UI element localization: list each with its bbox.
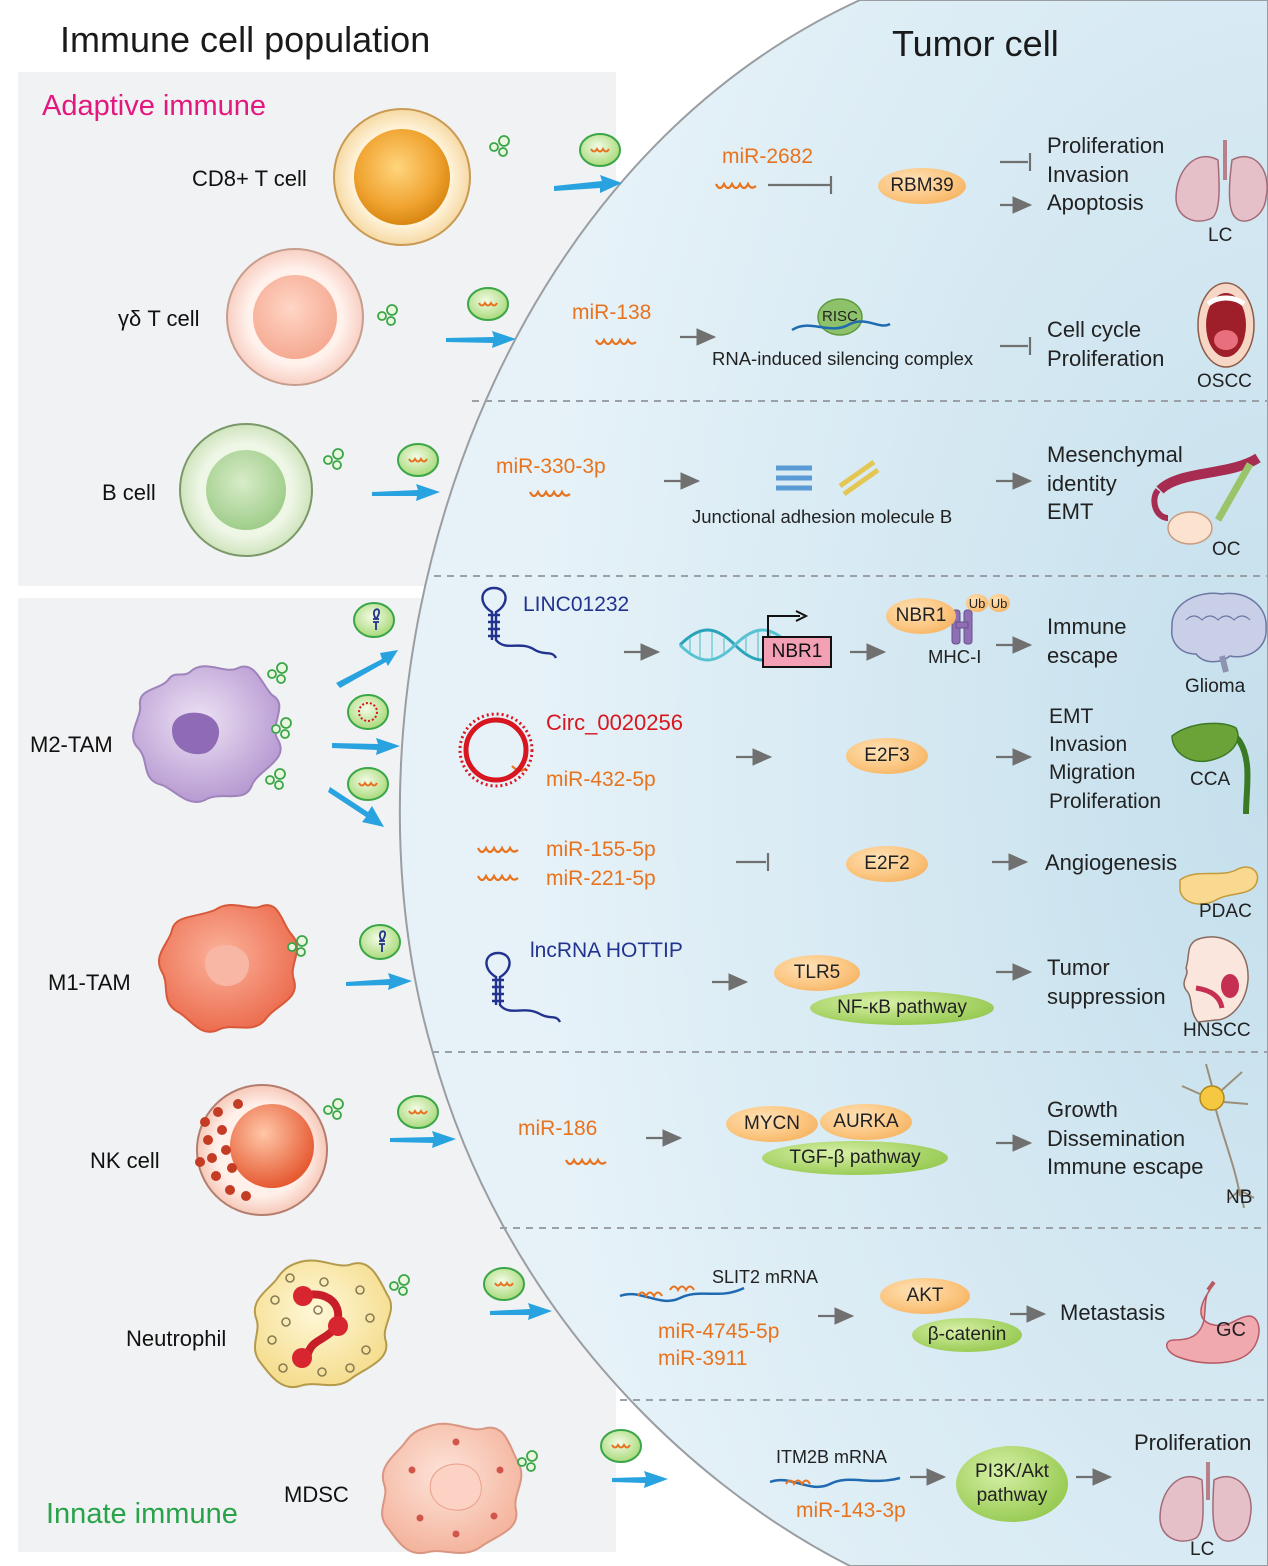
adaptive-immune-label: Adaptive immune [42, 90, 267, 122]
mirna-label: miR-432-5p [546, 768, 656, 791]
target-pill: AURKA [820, 1104, 912, 1140]
cd8-t-cell [333, 108, 471, 246]
cell-label-nk: NK cell [90, 1148, 160, 1173]
risc-complex [791, 298, 891, 336]
exosome-clusters [265, 135, 538, 1472]
risc-label: RISC [822, 308, 858, 325]
pancreas-icon-pdac [1179, 866, 1259, 905]
brain-icon-glioma [1171, 592, 1267, 673]
lncrna-hairpins [481, 586, 562, 1023]
vesicles [347, 133, 642, 1463]
mdsc-cell [381, 1422, 523, 1555]
mirna-label: miR-4745-5p [658, 1320, 780, 1343]
pathway-pill: PI3K/Akt pathway [956, 1446, 1068, 1522]
cell-label-cd8: CD8+ T cell [192, 166, 307, 191]
outcome-label: Metastasis [1060, 1300, 1166, 1325]
head-neck-icon-hnscc [1183, 936, 1249, 1023]
jam-b-proteins [776, 459, 880, 497]
transfer-arrows [328, 175, 668, 1488]
nbr1-gene-box: NBR1 [762, 636, 832, 668]
mirna-label: miR-221-5p [546, 867, 656, 890]
outcome-label: Proliferation [1134, 1430, 1252, 1455]
ubiquitin-badge: Ub [966, 594, 988, 612]
circrna-ring [458, 712, 534, 788]
stomach-icon-gc [1166, 1280, 1260, 1364]
mirna-label: miR-155-5p [546, 838, 656, 861]
neutrophil-cell [253, 1259, 393, 1389]
lncrna-label: LINC01232 [523, 593, 630, 616]
mhc-label: MHC-I [928, 646, 982, 667]
tumor-label: LC [1208, 225, 1233, 246]
mouth-icon-oscc [1197, 282, 1255, 368]
target-pill: E2F2 [846, 846, 928, 882]
mirna-glyphs [477, 181, 757, 1166]
mrna-label: SLIT2 mRNA [712, 1267, 819, 1287]
lung-icon-lc-top [1175, 140, 1268, 222]
mirna-label: miR-138 [572, 301, 652, 324]
tumor-label: NB [1226, 1187, 1253, 1208]
tumor-label: HNSCC [1183, 1020, 1251, 1041]
target-pill: RBM39 [878, 168, 966, 204]
gallbladder-icon-cca [1171, 722, 1251, 815]
cell-label-gd: γδ T cell [118, 306, 200, 331]
tumor-label: OC [1212, 539, 1241, 560]
gd-t-cell [226, 248, 364, 386]
pathway-pill: TGF-β pathway [762, 1141, 948, 1175]
cell-label-b: B cell [102, 480, 156, 505]
row-separators [432, 400, 1268, 1401]
tumor-label: OSCC [1197, 371, 1252, 392]
tumor-label: LC [1190, 1539, 1215, 1560]
mrna-label: ITM2B mRNA [776, 1447, 888, 1467]
ubiquitin-badge: Ub [988, 594, 1010, 612]
b-cell [179, 423, 313, 557]
mirna-label: miR-186 [518, 1117, 598, 1140]
mirna-label: miR-330-3p [496, 455, 606, 478]
m2-tam-cell [132, 665, 282, 803]
m1-tam-cell [158, 904, 298, 1033]
jam-b-caption: Junctional adhesion molecule B [692, 506, 953, 527]
cell-label-m2: M2-TAM [30, 732, 113, 757]
target-pill: TLR5 [774, 955, 860, 991]
pathway-arrows [624, 153, 1113, 1486]
target-pill: MYCN [726, 1106, 818, 1142]
neuron-icon-nb [1181, 1063, 1255, 1209]
nbr1-protein-pill: NBR1 [886, 598, 956, 634]
tumor-region [398, 0, 1268, 1566]
nk-cell [195, 1084, 328, 1216]
ovary-icon-oc [1151, 453, 1261, 545]
tumor-label: PDAC [1199, 901, 1252, 922]
cell-label-m1: M1-TAM [48, 970, 131, 995]
target-pill: E2F3 [846, 738, 928, 774]
mirna-label: miR-2682 [722, 145, 814, 168]
tumor-label: GC [1216, 1319, 1246, 1341]
target-pill: AKT [880, 1278, 970, 1314]
outcome-label: Angiogenesis [1045, 850, 1178, 875]
tumor-label: CCA [1190, 769, 1231, 790]
mrna-strands [619, 1285, 901, 1489]
circrna-label: Circ_0020256 [546, 710, 683, 735]
mirna-label: miR-143-3p [796, 1499, 906, 1522]
lncrna-label: lncRNA HOTTIP [530, 939, 683, 962]
cell-label-neutrophil: Neutrophil [126, 1326, 227, 1351]
lung-icon-lc-bottom [1159, 1462, 1252, 1542]
cell-label-mdsc: MDSC [284, 1482, 349, 1507]
tumor-label: Glioma [1185, 676, 1246, 697]
pathway-pill: β-catenin [912, 1318, 1022, 1352]
right-header: Tumor cell [892, 23, 1059, 64]
left-header: Immune cell population [60, 19, 431, 60]
pathway-pill: NF-κB pathway [810, 991, 994, 1025]
mirna-label: miR-3911 [658, 1347, 748, 1370]
risc-caption: RNA-induced silencing complex [712, 348, 974, 369]
innate-immune-label: Innate immune [46, 1498, 238, 1530]
